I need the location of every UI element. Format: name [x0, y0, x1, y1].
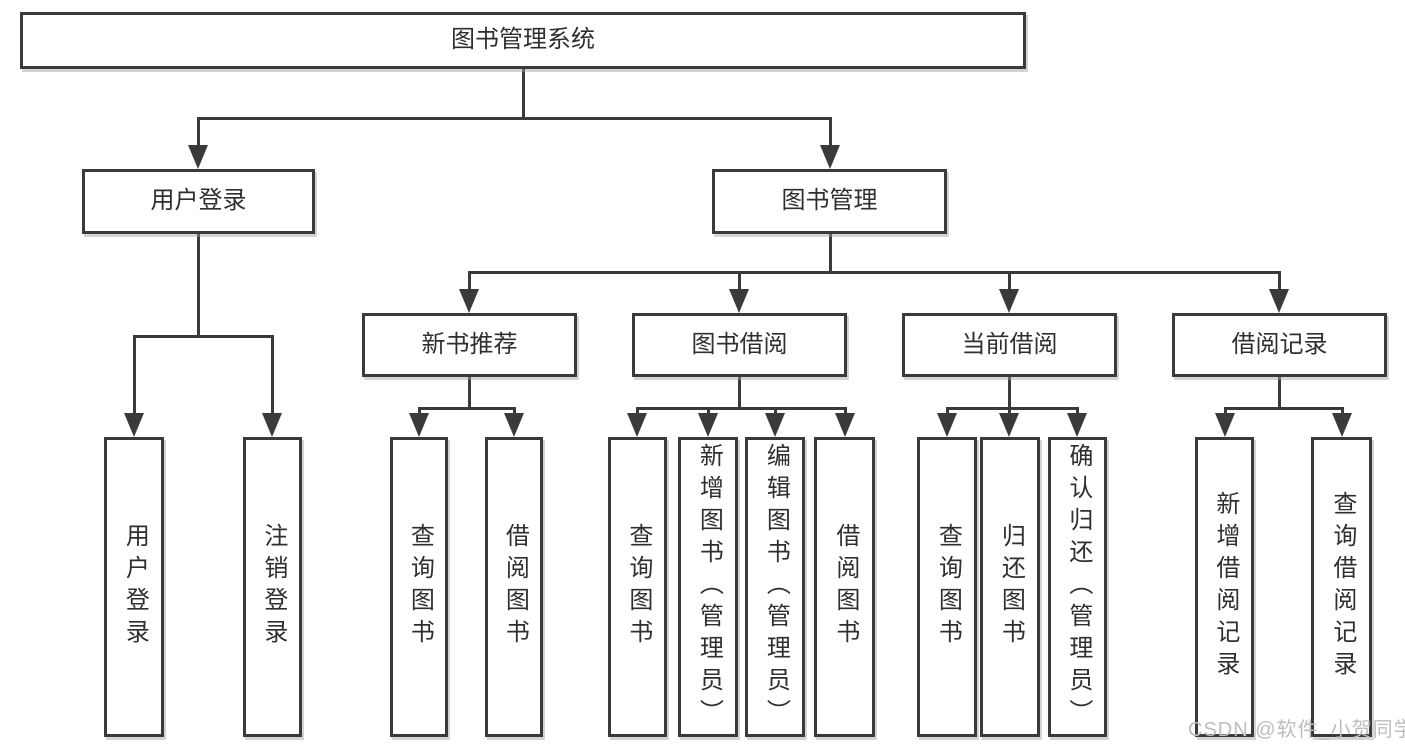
node-root: 图书管理系统 — [20, 12, 1026, 69]
connector-vline — [1008, 377, 1011, 410]
arrowhead-icon — [729, 289, 749, 313]
connector-vline — [738, 377, 741, 410]
connector-vline — [707, 407, 710, 417]
arrowhead-icon — [409, 413, 429, 437]
arrowhead-icon — [459, 289, 479, 313]
node-label-leaf-borrow-book-2: 借阅图书 — [831, 523, 859, 651]
connector-vline — [513, 407, 516, 417]
connector-vline — [468, 271, 471, 293]
connector-vline — [1278, 271, 1281, 293]
node-leaf-logout: 注销登录 — [243, 437, 302, 737]
arrowhead-icon — [698, 413, 718, 437]
connector-vline — [844, 407, 847, 417]
node-label-book-borrowing: 图书借阅 — [691, 330, 788, 358]
connector-vline — [197, 117, 200, 149]
connector-hline — [1224, 407, 1343, 410]
arrowhead-icon — [1269, 289, 1289, 313]
node-borrowing-records: 借阅记录 — [1172, 313, 1387, 377]
node-leaf-borrow-book-1: 借阅图书 — [485, 437, 543, 737]
node-book-management: 图书管理 — [712, 169, 947, 234]
connector-vline — [829, 117, 832, 149]
node-label-leaf-user-login: 用户登录 — [121, 523, 149, 651]
arrowhead-icon — [188, 145, 208, 169]
node-label-root: 图书管理系统 — [451, 26, 595, 54]
arrowhead-icon — [1332, 413, 1352, 437]
connector-hline — [197, 117, 831, 120]
node-label-leaf-add-book: 新增图书（管理员） — [695, 443, 723, 731]
connector-vline — [738, 271, 741, 293]
connector-vline — [946, 407, 949, 417]
node-label-user-login: 用户登录 — [150, 187, 247, 215]
connector-vline — [774, 407, 777, 417]
connector-hline — [468, 271, 1281, 274]
node-leaf-edit-book: 编辑图书（管理员） — [745, 437, 805, 737]
connector-vline — [271, 335, 274, 417]
connector-vline — [1224, 407, 1227, 417]
watermark-text: CSDN @软件_小贺同学 — [1188, 719, 1405, 741]
connector-vline — [1341, 407, 1344, 417]
node-book-borrowing: 图书借阅 — [632, 313, 847, 377]
node-new-book-recommend: 新书推荐 — [362, 313, 577, 377]
node-label-leaf-query-book-2: 查询图书 — [624, 523, 652, 651]
node-leaf-add-borrow-record: 新增借阅记录 — [1195, 437, 1254, 737]
connector-vline — [1278, 377, 1281, 410]
node-leaf-add-book: 新增图书（管理员） — [678, 437, 738, 737]
node-label-leaf-query-book-3: 查询图书 — [934, 523, 962, 651]
node-current-borrowing: 当前借阅 — [902, 313, 1117, 377]
node-label-current-borrowing: 当前借阅 — [961, 330, 1058, 358]
connector-vline — [468, 377, 471, 410]
connector-vline — [829, 234, 832, 274]
arrowhead-icon — [504, 413, 524, 437]
node-label-leaf-borrow-book-1: 借阅图书 — [501, 523, 529, 651]
node-leaf-user-login: 用户登录 — [104, 437, 164, 737]
connector-vline — [522, 69, 525, 120]
node-label-leaf-logout: 注销登录 — [259, 523, 287, 651]
node-leaf-return-book: 归还图书 — [980, 437, 1040, 737]
node-leaf-query-book-2: 查询图书 — [608, 437, 667, 737]
connector-vline — [418, 407, 421, 417]
arrowhead-icon — [262, 413, 282, 437]
node-leaf-query-book-1: 查询图书 — [390, 437, 448, 737]
arrowhead-icon — [1067, 413, 1087, 437]
connector-hline — [418, 407, 515, 410]
arrowhead-icon — [937, 413, 957, 437]
arrowhead-icon — [1215, 413, 1235, 437]
node-label-leaf-confirm-return: 确认归还（管理员） — [1064, 443, 1092, 731]
arrowhead-icon — [765, 413, 785, 437]
node-label-leaf-return-book: 归还图书 — [997, 523, 1025, 651]
connector-hline — [946, 407, 1079, 410]
connector-vline — [1008, 407, 1011, 417]
connector-vline — [1076, 407, 1079, 417]
arrowhead-icon — [627, 413, 647, 437]
connector-hline — [133, 335, 273, 338]
connector-vline — [1008, 271, 1011, 293]
node-leaf-confirm-return: 确认归还（管理员） — [1048, 437, 1107, 737]
node-label-book-management: 图书管理 — [781, 187, 878, 215]
connector-vline — [636, 407, 639, 417]
arrowhead-icon — [124, 413, 144, 437]
connector-vline — [133, 335, 136, 417]
node-label-leaf-query-borrow-record: 查询借阅记录 — [1328, 491, 1356, 683]
connector-hline — [636, 407, 846, 410]
node-label-leaf-query-book-1: 查询图书 — [406, 523, 434, 651]
arrowhead-icon — [820, 145, 840, 169]
node-label-leaf-edit-book: 编辑图书（管理员） — [762, 443, 790, 731]
node-user-login: 用户登录 — [82, 169, 315, 234]
node-label-borrowing-records: 借阅记录 — [1231, 330, 1328, 358]
arrowhead-icon — [999, 289, 1019, 313]
arrowhead-icon — [835, 413, 855, 437]
connector-vline — [197, 234, 200, 338]
node-leaf-query-book-3: 查询图书 — [917, 437, 977, 737]
node-label-leaf-add-borrow-record: 新增借阅记录 — [1211, 491, 1239, 683]
node-label-new-book-recommend: 新书推荐 — [421, 330, 518, 358]
node-leaf-query-borrow-record: 查询借阅记录 — [1311, 437, 1372, 737]
node-leaf-borrow-book-2: 借阅图书 — [814, 437, 875, 737]
arrowhead-icon — [999, 413, 1019, 437]
